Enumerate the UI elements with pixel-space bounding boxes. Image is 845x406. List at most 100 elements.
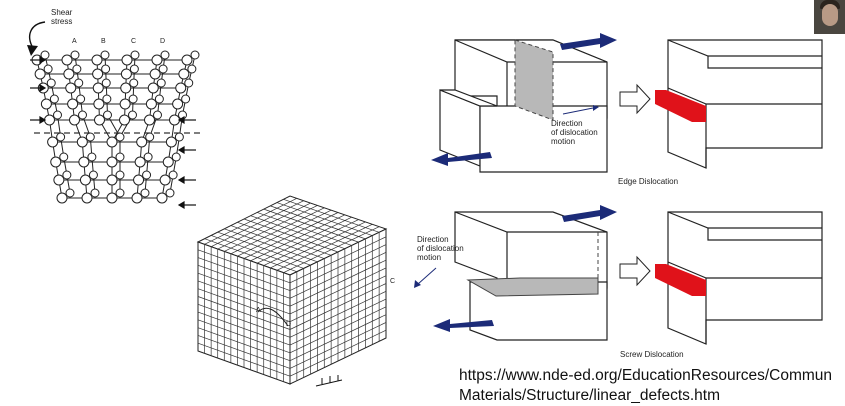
lattice-atom: [34, 68, 46, 80]
screw-shaded-plane: [466, 277, 599, 297]
lattice-atom-back: [76, 94, 86, 104]
side-arrow-head: [39, 55, 47, 65]
side-arrow-head: [177, 175, 185, 185]
edge-caption: Edge Dislocation: [618, 177, 679, 186]
source-url-line2[interactable]: Materials/Structure/linear_defects.htm: [459, 387, 721, 404]
transform-arrow-icon: [619, 83, 651, 115]
cube-grid-line: [289, 306, 387, 354]
lattice-atom-back: [87, 152, 97, 162]
lattice-atom: [50, 156, 62, 168]
lattice-atom-back: [49, 94, 59, 104]
lattice-atom-back: [181, 94, 191, 104]
lattice-atom-back: [115, 188, 125, 198]
lattice-atom: [106, 174, 118, 186]
lattice-atom-back: [103, 110, 112, 120]
cube-grid-line: [270, 221, 366, 269]
lattice-atom: [165, 136, 177, 148]
lattice-atom-back: [168, 170, 178, 180]
source-url-line1[interactable]: https://www.nde-ed.org/EducationResource…: [459, 367, 833, 384]
point-c-label: C: [390, 278, 396, 285]
lattice-atom-back: [65, 188, 75, 198]
lattice-atom-back: [190, 50, 200, 60]
lattice-atom-back: [160, 50, 170, 60]
lattice-atom-back: [101, 64, 111, 74]
lattice-atom-back: [143, 152, 153, 162]
cube-grid-line: [289, 290, 387, 338]
lattice-atom: [119, 98, 131, 110]
lattice-atom-back: [158, 64, 168, 74]
webcam-thumbnail: [814, 0, 845, 34]
lattice-atom: [78, 156, 90, 168]
shear-arrow-icon: [27, 21, 46, 56]
cube-grid-line: [250, 214, 346, 262]
lattice-atom-back: [101, 78, 111, 88]
point-a-label: A: [256, 307, 261, 314]
lattice-atom-back: [154, 94, 164, 104]
lattice-atom-back: [129, 64, 139, 74]
lattice-atom: [47, 136, 59, 148]
lattice-atom: [63, 68, 75, 80]
lattice-atom: [131, 192, 143, 204]
lattice-atom: [65, 82, 77, 94]
column-label-c: C: [131, 38, 137, 45]
lattice-atom-back: [187, 64, 197, 74]
lattice-atom-back: [171, 152, 181, 162]
lattice-atom: [93, 98, 105, 110]
cube-grid-line: [289, 322, 387, 369]
cube-grid-line: [276, 202, 373, 236]
lattice-atom-back: [90, 188, 100, 198]
lattice-atom-back: [115, 152, 125, 162]
lattice-atom: [61, 54, 73, 66]
lattice-atom: [56, 192, 68, 204]
cube-grid-line: [289, 283, 387, 330]
cube-grid-line: [289, 314, 387, 361]
lattice-atom: [120, 82, 132, 94]
lattice-atom: [120, 68, 132, 80]
edge-direction-label: Direction of dislocation motion: [551, 119, 598, 147]
lattice-atom-back: [115, 170, 125, 180]
lattice-atom-back: [43, 64, 53, 74]
source-url[interactable]: https://www.nde-ed.org/EducationResource…: [459, 366, 832, 406]
lattice-atom-back: [165, 188, 175, 198]
webcam-face: [822, 4, 838, 26]
lattice-atom-back: [46, 78, 56, 88]
lattice-atom-back: [153, 110, 162, 120]
lattice-atom: [106, 192, 118, 204]
lattice-atom: [106, 156, 118, 168]
lattice-atom-back: [85, 132, 95, 142]
lattice-atom-back: [88, 170, 98, 180]
lattice-atom: [144, 114, 155, 126]
burgers-vector-icon: [315, 375, 343, 387]
edge-top-arrow-icon: [560, 33, 617, 50]
cube-grid-line: [197, 303, 291, 338]
cube-grid-line: [263, 208, 359, 243]
edge-shaded-half-plane: [514, 39, 554, 121]
direction-arrow-icon: [562, 105, 599, 115]
lattice-atom-back: [74, 78, 84, 88]
lattice-atom-back: [56, 132, 66, 142]
cube-grid-line: [263, 219, 359, 266]
lattice-atom-back: [140, 188, 150, 198]
screw-caption: Screw Dislocation: [620, 350, 684, 359]
lattice-atom-back: [128, 110, 137, 120]
screw-top-arrow-icon: [562, 205, 617, 222]
column-label-b: B: [101, 38, 106, 45]
cube-grid-line: [257, 212, 352, 246]
cube-grid-line: [289, 298, 387, 346]
lattice-atom-back: [72, 64, 82, 74]
lattice-atom: [53, 174, 65, 186]
lattice-atom: [91, 54, 103, 66]
cube-grid-line: [283, 226, 380, 273]
lattice-atom: [151, 54, 163, 66]
cube-grid-line: [197, 342, 291, 377]
side-arrow-head: [39, 115, 47, 125]
cube-grid-line: [289, 329, 387, 377]
lattice-atom-back: [115, 132, 125, 142]
cube-grid-line: [283, 198, 380, 233]
column-label-d: D: [160, 38, 166, 45]
screw-direction-label: Direction of dislocation motion: [417, 235, 464, 263]
